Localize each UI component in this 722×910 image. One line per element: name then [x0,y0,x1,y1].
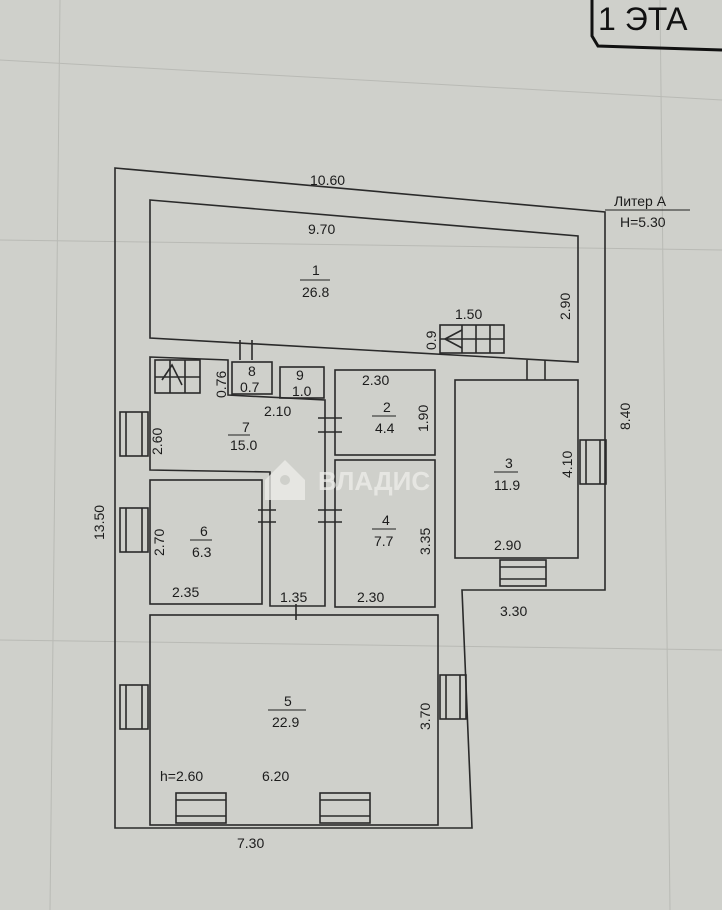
room-2-outline [334,369,436,456]
room-1-number: 1 [312,262,320,278]
room-1-area: 26.8 [302,284,329,300]
dim-step: 3.30 [500,603,527,619]
room-2-number: 2 [383,399,391,415]
room-8-outline [231,361,273,395]
dim-right: 8.40 [617,403,633,430]
windows [119,411,607,824]
room-2-area: 4.4 [375,420,395,436]
room-7-dim-width: 2.10 [264,403,291,419]
room-5-outline [149,614,439,826]
stairs-1 [439,324,505,354]
room-4-dim-height: 3.35 [417,528,433,555]
room-2-dim-height: 1.90 [415,405,431,432]
dim-bottom: 7.30 [237,835,264,851]
ceiling-height: h=2.60 [160,768,203,784]
dim-left: 13.50 [91,505,107,540]
stairs-depth: 0.9 [423,330,439,350]
watermark-text: ВЛАДИС [318,466,430,496]
room-9-area: 1.0 [292,383,312,399]
room-4-number: 4 [382,512,390,528]
room-9-outline [279,366,325,399]
room-8-area: 0.7 [240,379,260,395]
room-8-number: 8 [248,363,256,379]
room-3-number: 3 [505,455,513,471]
room-3-outline [454,379,579,559]
room-1-dim-width: 2.90 [557,293,573,320]
dim-top: 10.60 [310,172,345,188]
room-5-dim-height: 3.70 [417,703,433,730]
room-4-dim-width: 2.30 [357,589,384,605]
room-1-dim-length: 9.70 [308,221,335,237]
room-8-dim: 0.76 [213,371,229,398]
room-4-area: 7.7 [374,533,394,549]
room-1-outline [149,199,579,363]
room-7-number: 7 [242,419,250,435]
room-5-number: 5 [284,693,292,709]
liter-label: Литер А [614,193,667,209]
room-6-area: 6.3 [192,544,212,560]
room-3-dim-height: 4.10 [559,451,575,478]
room-7-dim-height: 2.60 [149,428,165,455]
room-3-dim-width: 2.90 [494,537,521,553]
room-6-outline [149,479,263,605]
room-2-dim-width: 2.30 [362,372,389,388]
room-4-outline [334,459,436,608]
room-7-area: 15.0 [230,437,257,453]
floor-label: 1 ЭТА [598,1,688,37]
stairs-7 [154,359,201,394]
floor-stamp: 1 ЭТА [590,0,722,52]
stairs-width: 1.50 [455,306,482,322]
room-9-number: 9 [296,367,304,383]
building-height: H=5.30 [620,214,666,230]
room-6-dim-width: 2.35 [172,584,199,600]
vladis-watermark: ВЛАДИС [265,460,430,500]
room-6-number: 6 [200,523,208,539]
room-3-area: 11.9 [494,477,520,493]
doors [239,340,546,620]
room-5-area: 22.9 [272,714,299,730]
room-5-dim-width: 6.20 [262,768,289,784]
corridor-dim: 1.35 [280,589,307,605]
outer-wall [114,167,606,829]
room-6-dim-height: 2.70 [151,529,167,556]
labels: 10.60 Литер А H=5.30 9.70 1 26.8 2.90 1.… [91,172,690,851]
room-7-outline [149,356,326,607]
